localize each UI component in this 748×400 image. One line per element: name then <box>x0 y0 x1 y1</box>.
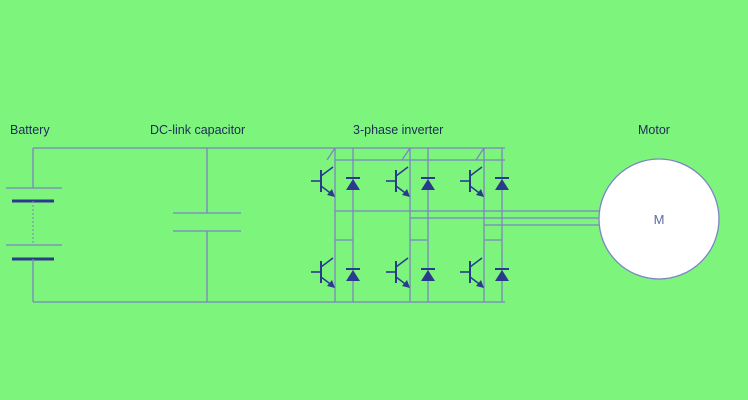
motor-label: Motor <box>638 123 670 137</box>
battery-symbol <box>6 148 62 302</box>
leg-2-lower-diode-triangle <box>421 270 435 281</box>
leg-3-upper-diode-triangle <box>495 179 509 190</box>
leg-2-lower-igbt-arrow <box>402 280 410 288</box>
leg-3-upper-igbt-collector <box>469 166 483 177</box>
dc-link-capacitor-label: DC-link capacitor <box>150 123 246 137</box>
leg-1-upper-igbt-collector <box>320 166 334 177</box>
leg-2-upper-igbt-collector <box>395 166 409 177</box>
dc-rails <box>33 147 505 303</box>
leg-1-lower-igbt-collector <box>320 257 334 268</box>
leg-1-lower-diode-triangle <box>346 270 360 281</box>
battery-label: Battery <box>10 123 50 137</box>
leg-1-top-lead <box>326 147 336 161</box>
leg-1-lower-igbt-arrow <box>327 280 335 288</box>
leg-3-upper-igbt-arrow <box>476 189 484 197</box>
leg-2-lower-igbt-collector <box>395 257 409 268</box>
leg-2-upper-igbt-arrow <box>402 189 410 197</box>
motor-circle <box>598 158 720 280</box>
motor-symbol: M <box>598 158 720 280</box>
leg-1-upper-diode-triangle <box>346 179 360 190</box>
inverter-label: 3-phase inverter <box>353 123 444 137</box>
leg-3-lower-igbt-collector <box>469 257 483 268</box>
inverter-legs <box>311 147 599 302</box>
leg-1-upper-igbt-arrow <box>327 189 335 197</box>
capacitor-symbol <box>173 148 241 302</box>
leg-3-lower-diode-triangle <box>495 270 509 281</box>
leg-3-top-lead <box>475 147 485 161</box>
leg-2-top-lead <box>401 147 411 161</box>
leg-2-upper-diode-triangle <box>421 179 435 190</box>
leg-3-lower-igbt-arrow <box>476 280 484 288</box>
motor-symbol-text: M <box>654 212 665 227</box>
